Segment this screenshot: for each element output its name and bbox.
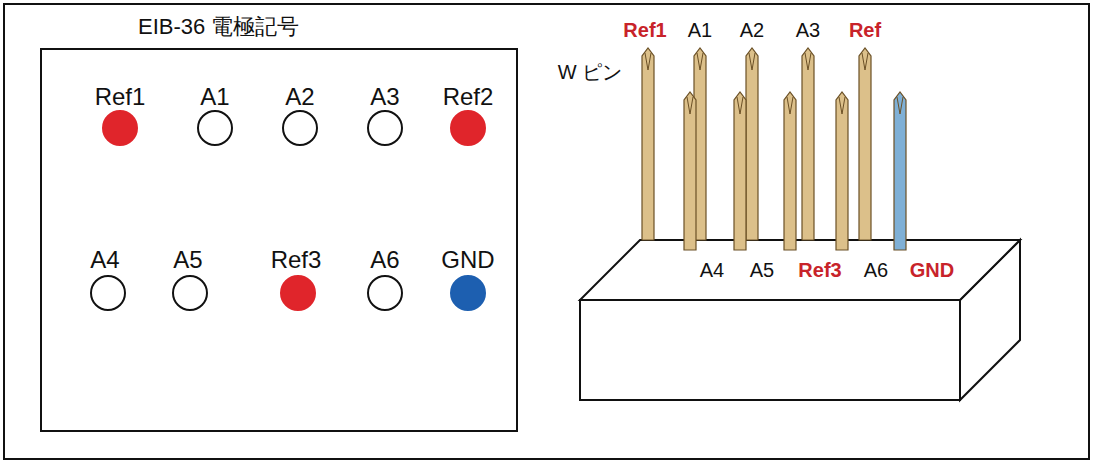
pin-name: A6 bbox=[864, 259, 888, 281]
connector-block bbox=[580, 240, 1020, 400]
pin-name: A2 bbox=[740, 19, 764, 41]
pin-name: GND bbox=[441, 247, 494, 273]
pin-name: A2 bbox=[285, 84, 314, 110]
block-top bbox=[580, 240, 1020, 300]
w-pin bbox=[836, 92, 848, 250]
pin-body bbox=[836, 92, 848, 250]
w-pin bbox=[684, 92, 696, 250]
pin-body bbox=[894, 92, 906, 250]
pin-tip bbox=[897, 97, 903, 114]
pin-name: A3 bbox=[370, 84, 399, 110]
pin-name: A5 bbox=[173, 247, 202, 273]
pin-name: A4 bbox=[90, 247, 119, 273]
electrode-circle bbox=[283, 111, 317, 145]
pin-body bbox=[802, 48, 814, 240]
pin-name: A6 bbox=[370, 247, 399, 273]
electrode-circle bbox=[173, 276, 207, 310]
pin-name: A4 bbox=[700, 259, 724, 281]
electrode-circle bbox=[368, 276, 402, 310]
pin-body bbox=[784, 92, 796, 250]
pin-name: A5 bbox=[750, 259, 774, 281]
pin-tip bbox=[839, 97, 845, 114]
electrode-circle bbox=[198, 111, 232, 145]
pin-name: A1 bbox=[688, 19, 712, 41]
w-pin bbox=[894, 92, 906, 250]
w-pin bbox=[802, 48, 814, 240]
pin-name: Ref2 bbox=[443, 84, 494, 110]
panel-heading: EIB-36 電極記号 bbox=[138, 12, 299, 42]
block-front bbox=[580, 300, 960, 400]
pin-tip bbox=[749, 53, 755, 70]
pin-name: A3 bbox=[796, 19, 820, 41]
electrode-circle bbox=[281, 276, 315, 310]
pin-tip bbox=[862, 53, 868, 70]
pin-name: Ref1 bbox=[95, 84, 146, 110]
pin-body bbox=[859, 48, 871, 240]
w-pin bbox=[746, 48, 758, 240]
pin-tip bbox=[787, 97, 793, 114]
pin-name: Ref bbox=[849, 19, 881, 41]
pin-name: Ref1 bbox=[623, 19, 666, 41]
pin-tip bbox=[697, 53, 703, 70]
pin-tip bbox=[687, 97, 693, 114]
electrode-circle bbox=[103, 111, 137, 145]
pin-name: A1 bbox=[200, 84, 229, 110]
pin-tip bbox=[645, 53, 651, 70]
electrode-circle bbox=[368, 111, 402, 145]
pin-name: GND bbox=[910, 259, 954, 281]
outer-frame bbox=[4, 4, 1089, 459]
electrode-circle bbox=[451, 111, 485, 145]
w-pin bbox=[734, 92, 746, 250]
pin-body bbox=[734, 92, 746, 250]
part-name: W ピン bbox=[558, 61, 622, 83]
pin-body bbox=[642, 48, 654, 240]
electrode-circle bbox=[451, 276, 485, 310]
electrode-circles bbox=[91, 111, 485, 310]
pin-body bbox=[746, 48, 758, 240]
pin-body bbox=[684, 92, 696, 250]
electrode-circle bbox=[91, 276, 125, 310]
w-pins bbox=[642, 48, 906, 250]
w-pin bbox=[642, 48, 654, 240]
pin-tip bbox=[805, 53, 811, 70]
w-pin bbox=[859, 48, 871, 240]
pin-tip bbox=[737, 97, 743, 114]
w-pin bbox=[784, 92, 796, 250]
pin-name: Ref3 bbox=[798, 259, 841, 281]
pin-name: Ref3 bbox=[271, 247, 322, 273]
